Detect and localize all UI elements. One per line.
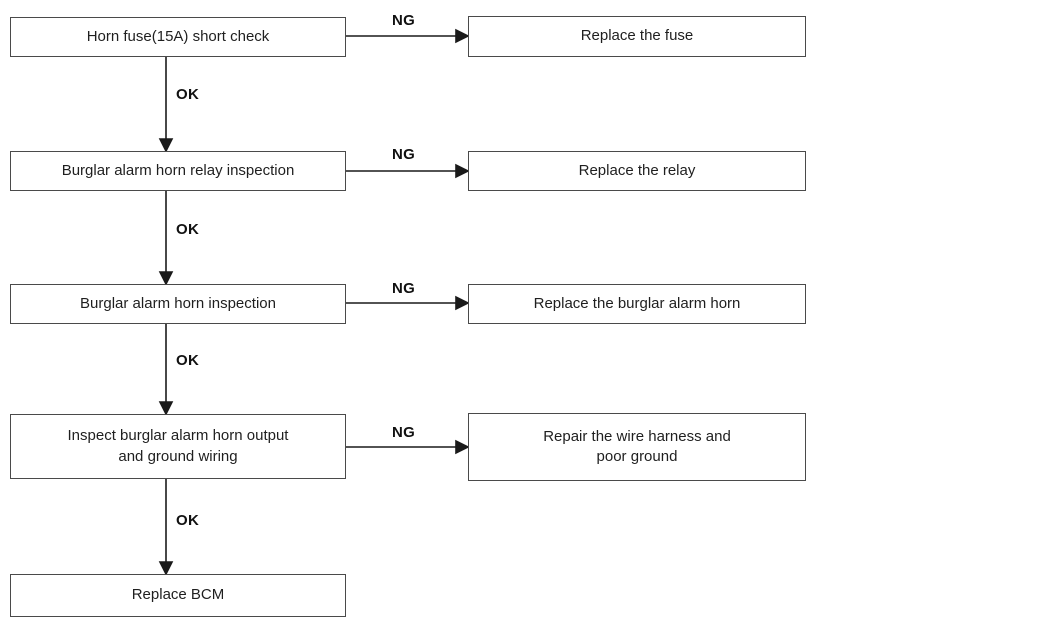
ok-edge-label-3: OK [176, 352, 200, 369]
flowchart-action-replace-fuse: Replace the fuse [468, 16, 806, 57]
ng-edge-label-4: NG [392, 424, 416, 441]
flowchart-step-horn-inspection: Burglar alarm horn inspection [10, 284, 346, 324]
ok-arrow-step1-step2 [158, 57, 174, 153]
ng-edge-label-1: NG [392, 12, 416, 29]
ok-edge-label-1: OK [176, 86, 200, 103]
ok-edge-label-2: OK [176, 221, 200, 238]
ng-arrow-step3-action3 [346, 295, 470, 311]
flowchart-step-horn-fuse-check: Horn fuse(15A) short check [10, 17, 346, 57]
ok-arrow-step3-step4 [158, 324, 174, 416]
flowchart-action-replace-burglar-alarm-horn: Replace the burglar alarm horn [468, 284, 806, 324]
ok-arrow-step2-step3 [158, 191, 174, 286]
ng-arrow-step2-action2 [346, 163, 470, 179]
ok-edge-label-4: OK [176, 512, 200, 529]
flowchart-step-replace-bcm: Replace BCM [10, 574, 346, 617]
ng-arrow-step1-action1 [346, 28, 470, 44]
ng-edge-label-3: NG [392, 280, 416, 297]
ng-edge-label-2: NG [392, 146, 416, 163]
ng-arrow-step4-action4 [346, 439, 470, 455]
flowchart-action-repair-wire-harness: Repair the wire harness and poor ground [468, 413, 806, 481]
flowchart-action-replace-relay: Replace the relay [468, 151, 806, 191]
ok-arrow-step4-step5 [158, 479, 174, 576]
flowchart-step-horn-relay-inspection: Burglar alarm horn relay inspection [10, 151, 346, 191]
flowchart-step-horn-output-ground-wiring: Inspect burglar alarm horn output and gr… [10, 414, 346, 479]
